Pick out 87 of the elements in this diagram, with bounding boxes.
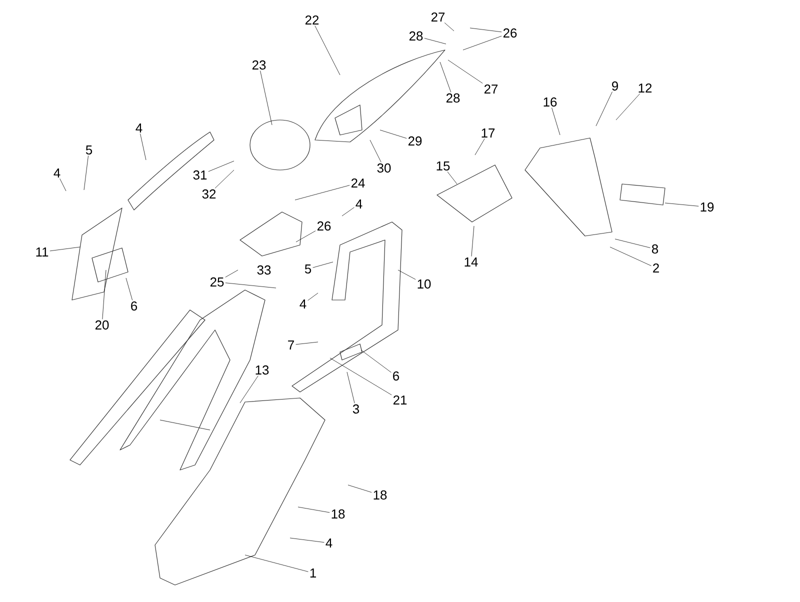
callout-number: 2 <box>653 263 659 273</box>
callout-number: 24 <box>351 178 365 188</box>
leader-line <box>50 246 80 252</box>
callout-number: 13 <box>256 365 269 375</box>
leader-line <box>614 238 650 248</box>
leader-line <box>208 160 234 172</box>
leader-line <box>462 36 502 50</box>
callout-number: 11 <box>36 248 48 256</box>
callout-number: 3 <box>352 404 360 414</box>
leader-line <box>346 372 355 404</box>
callout-number: 26 <box>317 221 331 231</box>
callout-number: 28 <box>409 31 423 41</box>
leader-line <box>140 133 146 160</box>
callout-number: 15 <box>436 161 450 170</box>
leader-line <box>296 230 316 242</box>
callout-number: 5 <box>304 264 312 274</box>
callout-number: 26 <box>503 28 517 38</box>
callout-number: 28 <box>446 93 460 103</box>
leader-line <box>296 342 318 345</box>
leader-line <box>380 130 407 139</box>
leader-line <box>260 70 272 126</box>
leader-line <box>244 554 308 572</box>
callout-number: 21 <box>393 395 407 405</box>
leader-line <box>308 292 318 301</box>
callout-number: 10 <box>418 279 431 289</box>
callout-number: 18 <box>374 490 387 500</box>
callout-number: 20 <box>95 320 109 330</box>
leader-line <box>474 138 485 156</box>
callout-number: 4 <box>300 300 306 308</box>
leader-line <box>126 278 133 300</box>
callout-number: 5 <box>86 145 92 155</box>
leader-line <box>290 538 324 543</box>
leader-line <box>240 376 258 404</box>
leader-line <box>398 270 416 280</box>
callout-number: 6 <box>393 371 400 381</box>
callout-number: 17 <box>482 128 495 138</box>
callout-number: 30 <box>377 163 391 173</box>
leader-line <box>471 226 474 257</box>
callout-number: 33 <box>257 265 271 275</box>
callout-number: 14 <box>464 258 478 266</box>
leader-line <box>60 178 66 192</box>
callout-number: 6 <box>131 301 138 311</box>
leader-line <box>225 270 238 278</box>
leader-line <box>552 108 560 136</box>
leader-line <box>298 506 330 513</box>
leader-line <box>342 207 354 216</box>
leader-line <box>664 202 699 206</box>
callout-number: 4 <box>326 538 332 548</box>
leader-line <box>214 170 234 188</box>
callout-number: 25 <box>210 277 224 287</box>
leader-line <box>84 156 88 190</box>
leader-line <box>314 26 340 76</box>
callout-number: 23 <box>252 60 266 70</box>
leader-line <box>440 62 452 92</box>
leader-line <box>225 282 276 288</box>
callout-number: 31 <box>193 170 207 180</box>
callout-number: 12 <box>638 83 652 93</box>
leader-line <box>348 484 372 493</box>
callout-number: 7 <box>288 340 294 350</box>
callout-number: 18 <box>332 509 345 519</box>
leader-line <box>447 172 458 184</box>
callout-number: 8 <box>652 244 658 254</box>
callout-number: 29 <box>408 136 422 146</box>
callout-number: 4 <box>136 124 142 132</box>
callout-number: 4 <box>54 168 60 178</box>
leader-line <box>610 246 652 266</box>
callout-number: 1 <box>310 568 316 578</box>
leader-line <box>444 22 454 32</box>
leader-line <box>330 358 392 396</box>
leader-line <box>312 262 334 268</box>
leader-line <box>424 38 446 44</box>
leader-line <box>370 140 382 162</box>
callout-number: 27 <box>484 84 498 94</box>
leader-line <box>102 270 106 320</box>
callout-number: 27 <box>431 12 445 22</box>
callout-number: 9 <box>612 81 618 91</box>
leader-line <box>596 92 612 126</box>
leader-line <box>616 94 640 120</box>
leader-line <box>448 60 483 84</box>
callout-number: 19 <box>700 202 714 212</box>
leader-line <box>360 350 392 373</box>
callout-number: 32 <box>202 189 216 199</box>
callout-number: 22 <box>305 15 319 25</box>
leader-line <box>294 185 350 200</box>
leader-line <box>470 28 502 32</box>
callout-number: 16 <box>544 97 557 107</box>
callout-number: 4 <box>356 200 362 208</box>
